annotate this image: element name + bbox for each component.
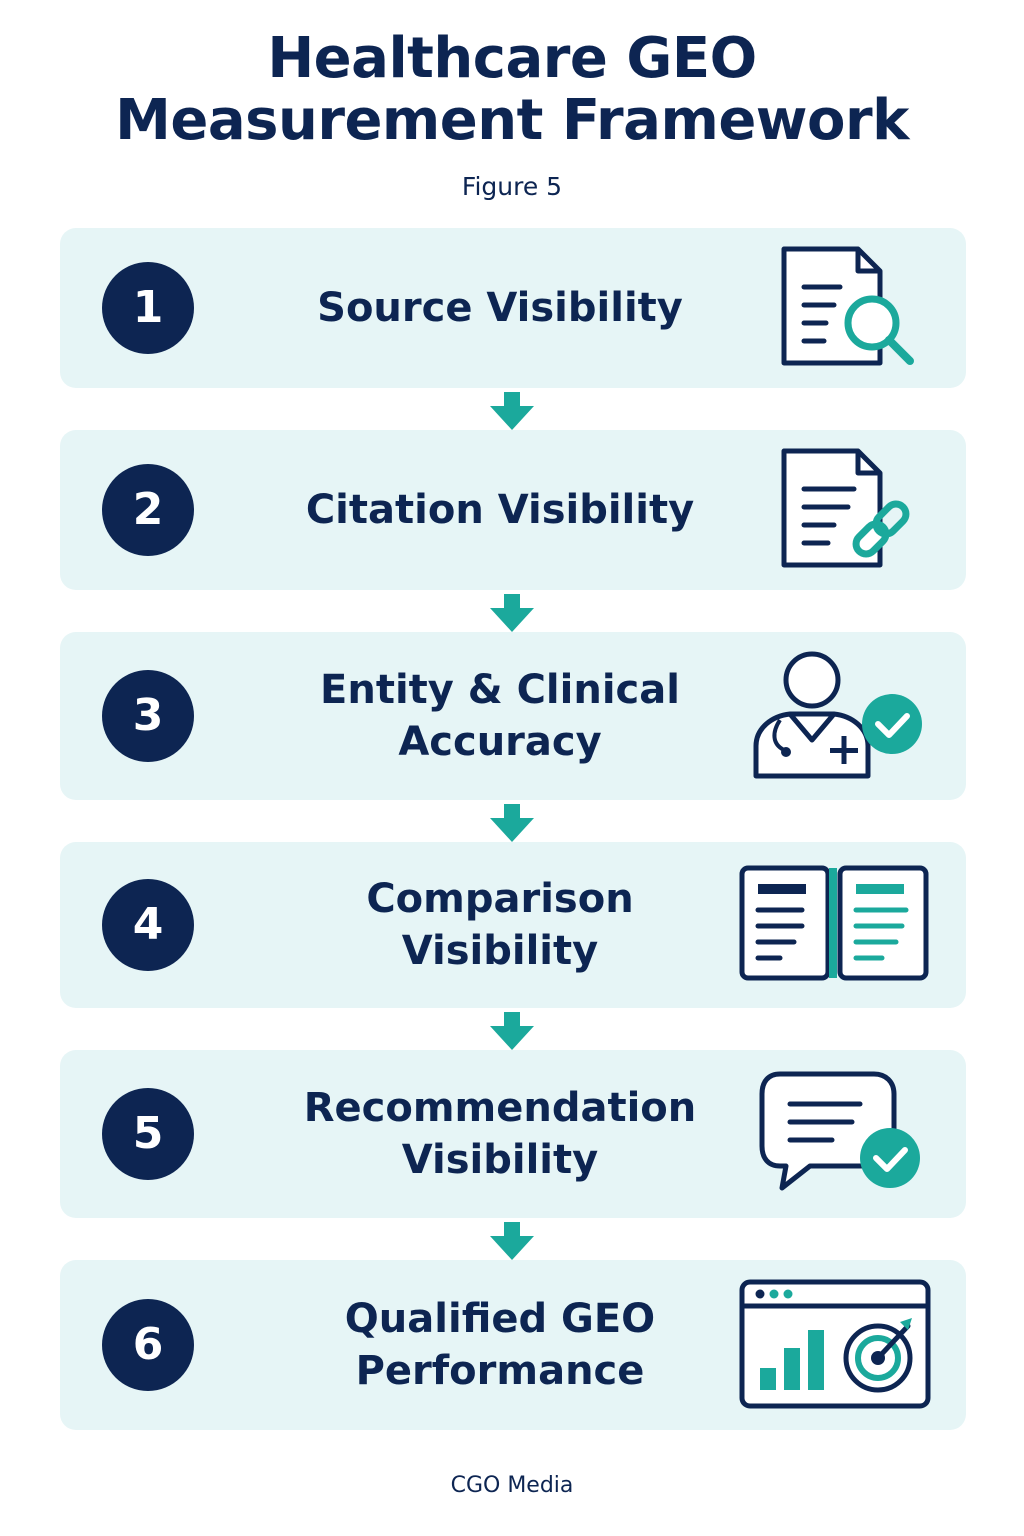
chat-check-icon — [756, 1068, 930, 1200]
step-card-5: 5 Recommendation Visibility — [60, 1050, 966, 1218]
step-label: Source Visibility — [290, 282, 710, 334]
step-number-badge: 3 — [102, 670, 194, 762]
step-label-line: Entity & Clinical — [320, 667, 680, 713]
step-label: Comparison Visibility — [290, 873, 710, 977]
step-number-badge: 6 — [102, 1299, 194, 1391]
step-label-line: Citation Visibility — [305, 487, 695, 533]
step-label-line: Visibility — [401, 1137, 599, 1183]
step-number-badge: 2 — [102, 464, 194, 556]
step-label: Qualified GEO Performance — [290, 1293, 710, 1397]
step-label-line: Qualified GEO — [344, 1296, 656, 1342]
doctor-check-icon — [750, 644, 930, 788]
step-number-badge: 1 — [102, 262, 194, 354]
dashboard-target-icon — [738, 1276, 932, 1414]
step-label: Entity & Clinical Accuracy — [290, 664, 710, 768]
source-credit: CGO Media — [450, 1473, 574, 1498]
step-label: Citation Visibility — [290, 484, 710, 536]
step-label-line: Comparison — [366, 876, 634, 922]
page-title: Healthcare GEO Measurement Framework — [0, 28, 1024, 152]
flow-arrow-icon — [484, 388, 540, 434]
step-card-3: 3 Entity & Clinical Accuracy — [60, 632, 966, 800]
step-label-line: Recommendation — [303, 1085, 697, 1131]
step-card-1: 1 Source Visibility — [60, 228, 966, 388]
step-label-line: Source Visibility — [317, 285, 683, 331]
step-card-2: 2 Citation Visibility — [60, 430, 966, 590]
figure-label: Figure 5 — [461, 172, 563, 201]
document-link-icon — [776, 443, 926, 577]
step-label-line: Accuracy — [398, 719, 602, 765]
flow-arrow-icon — [484, 1008, 540, 1054]
step-number-badge: 4 — [102, 879, 194, 971]
step-card-4: 4 Comparison Visibility — [60, 842, 966, 1008]
flow-arrow-icon — [484, 800, 540, 846]
flow-arrow-icon — [484, 590, 540, 636]
title-line-2: Measurement Framework — [115, 88, 909, 153]
step-card-6: 6 Qualified GEO Performance — [60, 1260, 966, 1430]
side-by-side-documents-icon — [736, 860, 932, 990]
step-label-line: Performance — [355, 1348, 645, 1394]
flow-arrow-icon — [484, 1218, 540, 1264]
step-number-badge: 5 — [102, 1088, 194, 1180]
document-search-icon — [776, 241, 926, 375]
step-label: Recommendation Visibility — [290, 1082, 710, 1186]
step-label-line: Visibility — [401, 928, 599, 974]
title-line-1: Healthcare GEO — [267, 26, 757, 91]
